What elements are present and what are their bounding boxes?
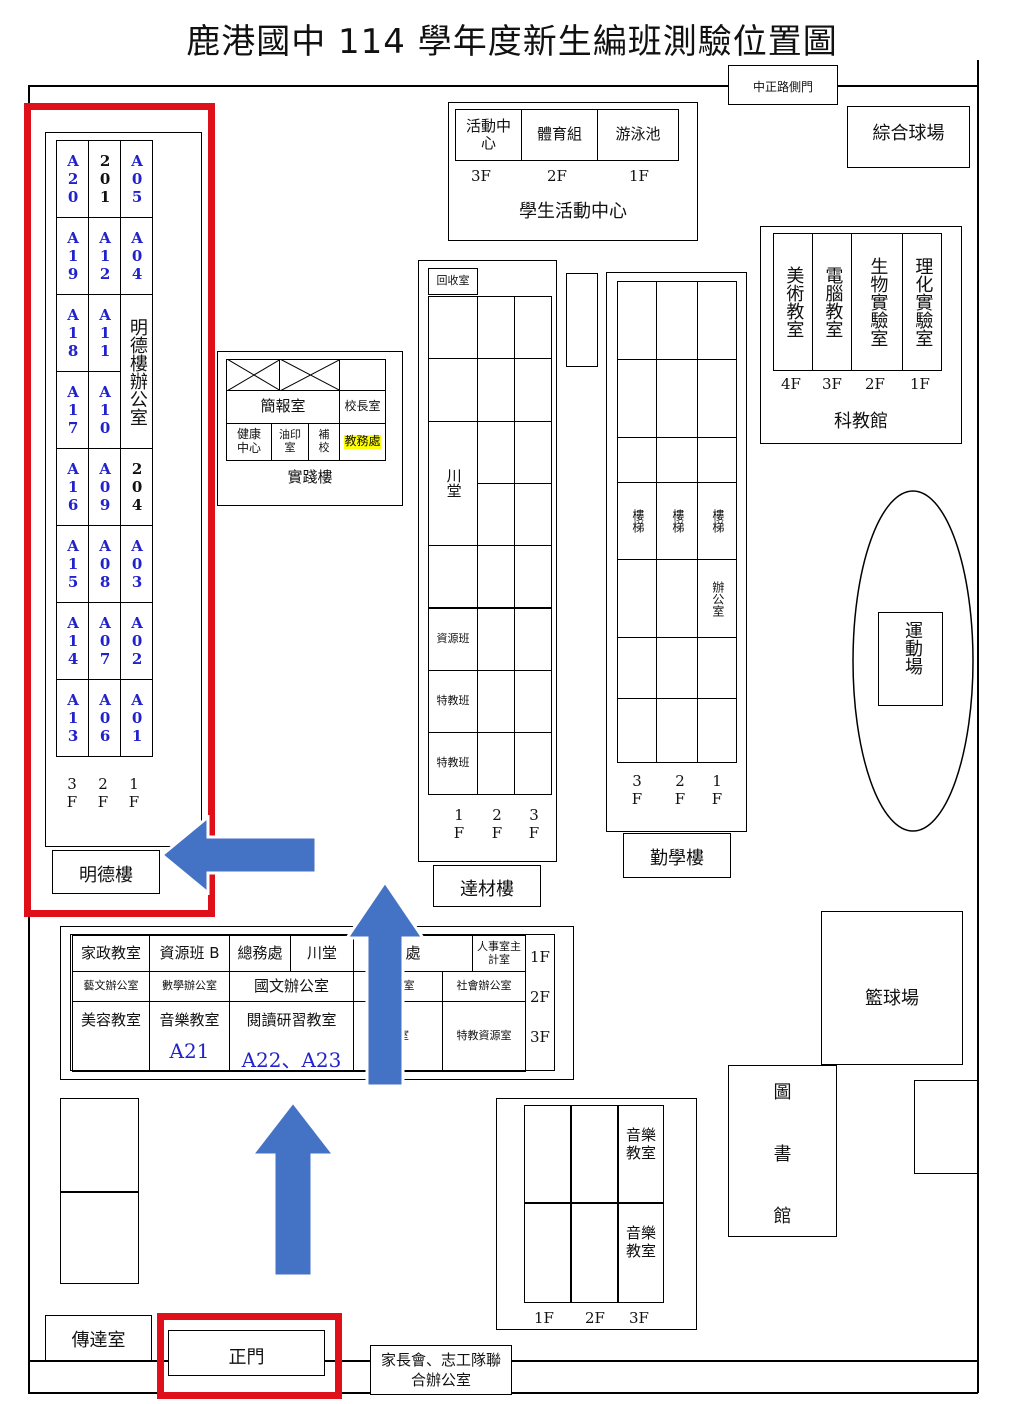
exam-room-a22-a23: A22、A23 xyxy=(241,1048,342,1072)
briefing-room: 簡報室 xyxy=(226,390,340,424)
qinxue-floor: 3F xyxy=(628,772,646,808)
main-gate: 正門 xyxy=(168,1330,325,1376)
mingde-floor: 3F xyxy=(63,775,81,811)
dacai-floor: 1F xyxy=(450,806,468,842)
arrow-up-main-hall xyxy=(345,880,425,1088)
dacai-building xyxy=(418,260,557,862)
campus-border-top xyxy=(28,85,728,87)
activity-center: 活動中心 體育組 游泳池 3F 2F 1F 學生活動中心 xyxy=(448,102,698,241)
classroom-a01: A01 xyxy=(120,679,153,757)
activity-center-label: 學生活動中心 xyxy=(519,201,627,222)
cross-icon xyxy=(227,359,279,391)
main-room: 美容教室 xyxy=(72,1001,150,1072)
small-structure xyxy=(914,1080,978,1174)
swimming-pool: 游泳池 xyxy=(597,109,679,161)
art-room: 美術教室 xyxy=(773,233,813,371)
qinxue-floor: 1F xyxy=(708,772,726,808)
cross-icon xyxy=(280,359,339,391)
mingde-highlight xyxy=(24,103,215,917)
main-floor: 2F xyxy=(530,988,550,1006)
track-label-box: 運動場 xyxy=(878,612,943,706)
mingde-floor: 1F xyxy=(125,775,143,811)
night-school: 補校 xyxy=(308,423,340,461)
hall: 川堂 xyxy=(428,420,478,547)
main-room: 資源班 B xyxy=(149,935,230,972)
print-room: 油印室 xyxy=(271,423,309,461)
arrow-up-from-gate xyxy=(248,1100,338,1278)
music-room: 音樂教室 xyxy=(625,1126,656,1162)
science-label: 科教館 xyxy=(834,411,888,432)
ball-field: 綜合球場 xyxy=(847,106,970,168)
main-room: 數學辦公室 xyxy=(149,971,230,1002)
dacai-floor: 2F xyxy=(488,806,506,842)
mingde-floor: 2F xyxy=(94,775,112,811)
stairs: 樓梯 xyxy=(656,482,698,560)
basketball-court: 籃球場 xyxy=(821,911,963,1065)
dacai-label-box: 達材樓 xyxy=(433,865,541,907)
dacai-floor: 3F xyxy=(525,806,543,842)
crossed-room xyxy=(279,359,340,391)
health-center: 健康中心 xyxy=(226,423,272,461)
main-floor: 3F xyxy=(530,1028,550,1046)
recycle-room: 回收室 xyxy=(428,268,478,295)
special-ed-class: 特教班 xyxy=(428,669,478,734)
main-room: 人事室主計室 xyxy=(472,935,526,972)
main-room: 家政教室 xyxy=(72,935,150,972)
qinxue-label-box: 勤學樓 xyxy=(623,833,731,878)
guard-room: 傳達室 xyxy=(45,1315,152,1361)
stairs: 樓梯 xyxy=(697,482,737,560)
principal-office: 校長室 xyxy=(339,390,386,424)
main-room: 社會辦公室 xyxy=(442,971,526,1002)
main-floor: 1F xyxy=(530,948,550,966)
main-gate-highlight xyxy=(157,1313,342,1399)
mingde-building xyxy=(45,132,202,847)
page-title: 鹿港國中 114 學年度新生編班測驗位置圖 xyxy=(186,22,838,62)
small-structure xyxy=(566,273,598,367)
library: 圖 書 館 xyxy=(728,1065,837,1237)
special-ed-class: 特教班 xyxy=(428,732,478,796)
biology-lab: 生物實驗室 xyxy=(851,233,903,371)
side-gate: 中正路側門 xyxy=(728,65,838,105)
sports-office: 體育組 xyxy=(521,109,598,161)
crossed-room xyxy=(226,359,280,391)
mingde-label-box: 明德樓 xyxy=(52,850,160,894)
campus-border-top-right xyxy=(837,85,977,87)
main-room: 國文辦公室 xyxy=(229,971,354,1002)
qinxue-office: 辦公室 xyxy=(697,559,737,638)
campus-border-right xyxy=(977,60,979,1393)
main-room: 藝文辦公室 xyxy=(72,971,150,1002)
parents-office: 家長會、志工隊聯合辦公室 xyxy=(370,1345,512,1395)
shijian-label: 實踐樓 xyxy=(287,468,333,486)
science-building: 美術教室 電腦教室 生物實驗室 理化實驗室 4F 3F 2F 1F 科教館 xyxy=(760,226,962,444)
stairs: 樓梯 xyxy=(617,482,657,560)
shijian-building: 簡報室 校長室 健康中心 油印室 補校 教務處 實踐樓 xyxy=(217,351,403,506)
chemistry-lab: 理化實驗室 xyxy=(902,233,942,371)
main-room: 總務處 xyxy=(229,935,291,972)
resource-class: 資源班 xyxy=(428,607,478,671)
qinxue-floor: 2F xyxy=(671,772,689,808)
main-building-inner xyxy=(70,934,555,1071)
academic-office: 教務處 xyxy=(339,423,386,461)
arrow-left-to-mingde xyxy=(160,815,318,895)
activity-room: 活動中心 xyxy=(455,109,522,161)
computer-room: 電腦教室 xyxy=(812,233,852,371)
exam-room-a21: A21 xyxy=(169,1039,210,1063)
music-room: 音樂教室 xyxy=(625,1224,656,1260)
main-room: 特教資源室 xyxy=(442,1001,526,1072)
